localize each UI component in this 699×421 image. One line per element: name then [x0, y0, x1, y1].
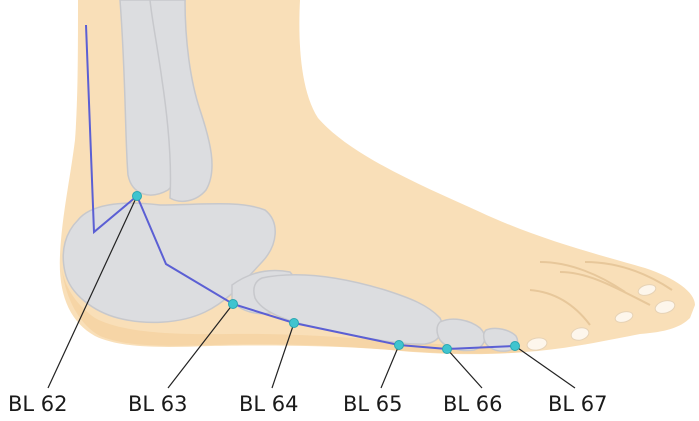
point-bl62	[133, 192, 142, 201]
label-bl63: BL 63	[128, 392, 188, 416]
point-bl67	[511, 342, 520, 351]
label-bl67: BL 67	[548, 392, 608, 416]
label-bl62: BL 62	[8, 392, 68, 416]
point-bl64	[290, 319, 299, 328]
label-bl65: BL 65	[343, 392, 403, 416]
leader-bl66	[447, 349, 482, 388]
point-bl66	[443, 345, 452, 354]
label-bl66: BL 66	[443, 392, 503, 416]
label-bl64: BL 64	[239, 392, 299, 416]
point-bl63	[229, 300, 238, 309]
leader-bl65	[381, 345, 399, 388]
leader-bl67	[515, 346, 575, 388]
point-labels: BL 62 BL 63 BL 64 BL 65 BL 66 BL 67	[8, 392, 608, 416]
point-bl65	[395, 341, 404, 350]
